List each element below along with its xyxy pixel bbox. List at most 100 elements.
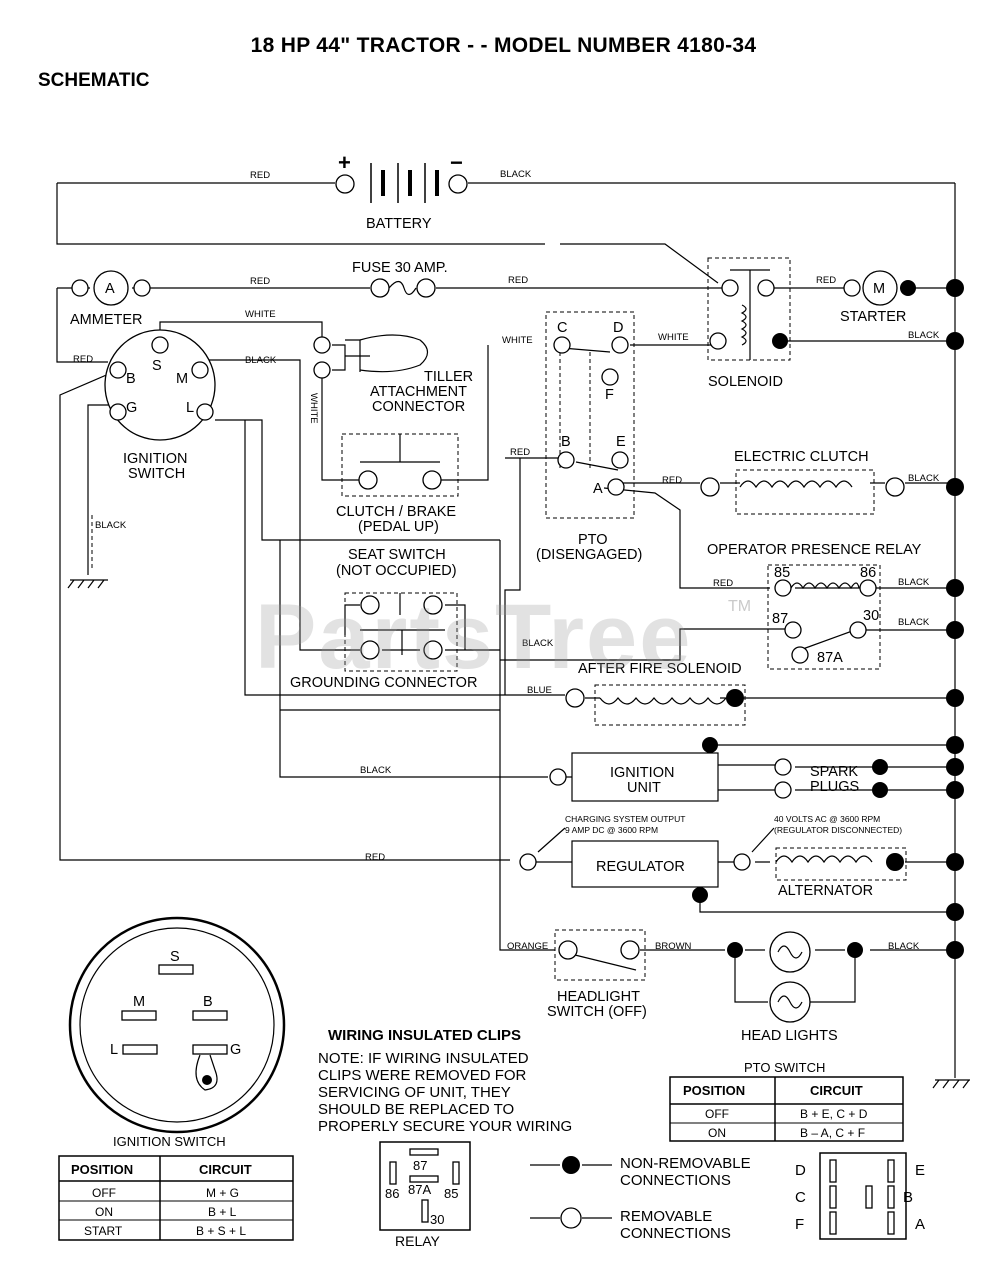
seat-switch-label-1: SEAT SWITCH xyxy=(348,547,446,563)
pto-table-header-position: POSITION xyxy=(683,1083,745,1098)
ign-terminal-g: G xyxy=(126,400,137,416)
legend-removable-1: REMOVABLE xyxy=(620,1208,712,1225)
clutch-brake-label-1: CLUTCH / BRAKE xyxy=(336,504,456,520)
seat-switch: SEAT SWITCH (NOT OCCUPIED) GROUNDING CON… xyxy=(290,547,477,691)
after-fire-label: AFTER FIRE SOLENOID xyxy=(578,661,742,677)
wire-label-red-3: RED xyxy=(508,275,528,286)
legend-removable-2: CONNECTIONS xyxy=(620,1225,731,1242)
clips-note-line-3: SHOULD BE REPLACED TO xyxy=(318,1101,514,1118)
spark-plugs-label-1: SPARK xyxy=(810,764,858,780)
relay-detail-87: 87 xyxy=(413,1158,427,1173)
pto-face-a: A xyxy=(915,1216,925,1233)
wire-label-black-2: BLACK xyxy=(908,330,940,341)
tiller-label-3: CONNECTOR xyxy=(372,399,465,415)
wire-label-black-5: BLACK xyxy=(95,520,127,531)
ignition-switch-detail: S M B L G IGNITION SWITCH xyxy=(68,916,286,1149)
switch-detail-b: B xyxy=(203,994,213,1010)
ignition-switch-table: POSITION CIRCUIT OFF M + G ON B + L STAR… xyxy=(58,1155,294,1241)
wires xyxy=(56,182,956,1078)
ignition-unit-label-2: UNIT xyxy=(627,780,661,796)
wire-label-red-2: RED xyxy=(250,276,270,287)
alt-note-1: 40 VOLTS AC @ 3600 RPM xyxy=(774,814,880,824)
wire-label-red-5: RED xyxy=(73,354,93,365)
pto-terminal-a: A xyxy=(593,481,603,497)
relay-terminal-86: 86 xyxy=(860,565,876,581)
pto-face-e: E xyxy=(915,1162,925,1179)
pto-table-caption: PTO SWITCH xyxy=(744,1060,825,1075)
pto-table-header-circuit: CIRCUIT xyxy=(810,1083,863,1098)
pto-table-row-0-pos: OFF xyxy=(705,1107,729,1121)
wire-label-red-9: RED xyxy=(365,852,385,863)
regulator: REGULATOR CHARGING SYSTEM OUTPUT 9 AMP D… xyxy=(519,814,751,903)
fuse-label: FUSE 30 AMP. xyxy=(352,260,448,276)
schematic-subtitle: SCHEMATIC xyxy=(38,70,150,91)
ignition-switch-label-2: SWITCH xyxy=(128,466,185,482)
pto-switch-face: D C F E B A xyxy=(795,1152,925,1240)
wire-label-white-1: WHITE xyxy=(245,309,276,320)
ign-table-row-0-circuit: M + G xyxy=(206,1186,239,1200)
relay-detail-30: 30 xyxy=(430,1212,444,1227)
pto-terminal-f: F xyxy=(605,387,614,403)
pto-table-row-1-circuit: B – A, C + F xyxy=(800,1126,865,1140)
alternator-label: ALTERNATOR xyxy=(778,883,873,899)
wire-label-black-4: BLACK xyxy=(908,473,940,484)
switch-detail-s: S xyxy=(170,949,180,965)
ign-table-row-2-pos: START xyxy=(84,1224,123,1238)
pto-terminal-b: B xyxy=(561,434,571,450)
wire-label-red-7: RED xyxy=(662,475,682,486)
wire-label-white-2: WHITE xyxy=(502,335,533,346)
switch-detail-g: G xyxy=(230,1042,241,1058)
relay-terminal-87a: 87A xyxy=(817,650,843,666)
ign-table-row-0-pos: OFF xyxy=(92,1186,116,1200)
wire-label-black-1: BLACK xyxy=(500,169,532,180)
ground-symbols xyxy=(67,579,970,1089)
charging-note-1: CHARGING SYSTEM OUTPUT xyxy=(565,814,685,824)
wire-label-red-8: RED xyxy=(713,578,733,589)
solenoid: SOLENOID xyxy=(708,269,788,390)
electric-clutch: ELECTRIC CLUTCH xyxy=(700,449,905,497)
alt-note-2: (REGULATOR DISCONNECTED) xyxy=(774,825,902,835)
battery: + − BATTERY xyxy=(335,150,468,232)
pto-switch-schematic: C D F B E A PTO (DISENGAGED) xyxy=(536,320,642,563)
ignition-switch-label-1: IGNITION xyxy=(123,451,187,467)
regulator-label: REGULATOR xyxy=(596,859,685,875)
spark-plugs-label-2: PLUGS xyxy=(810,779,859,795)
ammeter-symbol: A xyxy=(105,281,115,297)
electric-clutch-label: ELECTRIC CLUTCH xyxy=(734,449,869,465)
battery-label: BATTERY xyxy=(366,216,432,232)
operator-presence-relay: 85 86 87 30 87A OPERATOR PRESENCE RELAY xyxy=(707,542,922,666)
grounding-connector-label: GROUNDING CONNECTOR xyxy=(290,675,477,691)
relay-detail-87a: 87A xyxy=(408,1182,431,1197)
wire-label-black-6: BLACK xyxy=(898,577,930,588)
wire-color-labels: RED BLACK RED RED RED BLACK WHITE BLACK … xyxy=(73,169,940,952)
relay-detail-86: 86 xyxy=(385,1186,399,1201)
wiring-clips-note: WIRING INSULATED CLIPS NOTE: IF WIRING I… xyxy=(318,1027,572,1135)
ign-table-row-1-pos: ON xyxy=(95,1205,113,1219)
connection-legend: NON-REMOVABLE CONNECTIONS REMOVABLE CONN… xyxy=(530,1155,751,1242)
head-lights: HEAD LIGHTS xyxy=(727,931,863,1044)
wire-label-black-9: BLACK xyxy=(360,765,392,776)
ignition-unit-label-1: IGNITION xyxy=(610,765,674,781)
tiller-connector: TILLER ATTACHMENT CONNECTOR xyxy=(313,336,473,415)
tiller-label-1: TILLER xyxy=(424,369,473,385)
pto-terminal-c: C xyxy=(557,320,567,336)
pto-switch-table: PTO SWITCH POSITION CIRCUIT OFF B + E, C… xyxy=(669,1060,904,1142)
tiller-label-2: ATTACHMENT xyxy=(370,384,467,400)
relay-caption: RELAY xyxy=(395,1233,441,1249)
pto-face-f: F xyxy=(795,1216,804,1233)
headlight-switch-label-2: SWITCH (OFF) xyxy=(547,1004,647,1020)
after-fire-solenoid: AFTER FIRE SOLENOID xyxy=(565,661,744,708)
bus-connections xyxy=(946,279,964,959)
ignition-switch-caption: IGNITION SWITCH xyxy=(113,1134,226,1149)
relay-terminal-87: 87 xyxy=(772,611,788,627)
relay-terminal-85: 85 xyxy=(774,565,790,581)
clips-note-line-0: NOTE: IF WIRING INSULATED xyxy=(318,1050,529,1067)
clips-note-line-1: CLIPS WERE REMOVED FOR xyxy=(318,1067,527,1084)
pto-table-row-1-pos: ON xyxy=(708,1126,726,1140)
pto-table-row-0-circuit: B + E, C + D xyxy=(800,1107,868,1121)
clips-note-line-4: PROPERLY SECURE YOUR WIRING xyxy=(318,1118,572,1135)
ammeter-label: AMMETER xyxy=(70,312,143,328)
wire-label-orange: ORANGE xyxy=(507,941,548,952)
ignition-unit: IGNITION UNIT SPARK PLUGS xyxy=(549,737,888,802)
